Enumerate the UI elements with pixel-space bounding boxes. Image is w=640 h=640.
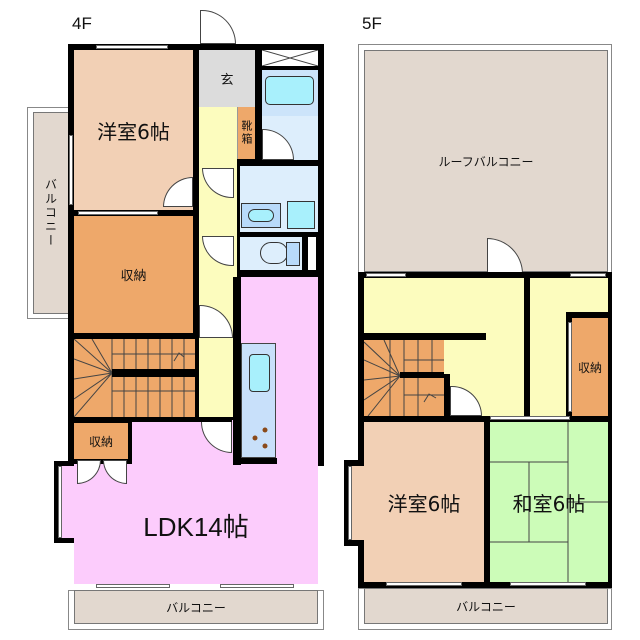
- 4f-shoe-box-label: 靴箱: [240, 120, 253, 146]
- kitchen-counter-wall: [233, 458, 277, 464]
- wall: [364, 333, 486, 340]
- window: [58, 466, 62, 538]
- 4f-ldk-label: LDK14帖: [143, 511, 249, 542]
- bay-window: [58, 466, 74, 538]
- roof-balcony: [364, 50, 608, 272]
- pipe-space: [262, 50, 318, 66]
- 4f-storage-large: [74, 216, 193, 333]
- sliding-door[interactable]: [490, 416, 570, 420]
- kitchen-wall: [233, 277, 241, 465]
- window: [510, 582, 586, 586]
- side-balcony: [33, 112, 69, 314]
- 5f-stairs: [364, 340, 444, 416]
- window: [69, 135, 73, 205]
- closet-sliding-door[interactable]: [568, 322, 572, 412]
- 5f-storage-label: 収納: [577, 360, 602, 375]
- door-storage-small-left[interactable]: [77, 460, 101, 484]
- window: [96, 584, 170, 588]
- basin-bowl-icon: [248, 209, 274, 222]
- 5f-japanese-room-label: 和室6帖: [512, 491, 586, 516]
- 4f-bottom-balcony: [74, 590, 318, 624]
- 4f-entrance: [199, 50, 255, 107]
- floor-label-4f: 4F: [72, 14, 92, 33]
- 5f-western-room: [364, 422, 484, 582]
- bathtub-icon: [265, 76, 314, 105]
- entrance-door[interactable]: [200, 10, 236, 44]
- window: [348, 466, 352, 540]
- washing-machine-icon: [287, 201, 315, 229]
- 5f-bottom-balcony: [364, 588, 608, 624]
- side-balcony-label: バルコニー: [43, 178, 58, 248]
- 4f-storage-small: [74, 423, 128, 459]
- window: [308, 237, 316, 270]
- wall: [444, 374, 450, 420]
- 4f-entrance-label: 玄: [220, 73, 234, 88]
- window: [386, 582, 462, 586]
- toilet-bowl-icon: [260, 242, 288, 264]
- window: [78, 211, 158, 215]
- stove-icon: [241, 420, 276, 458]
- 5f-japanese-room: [490, 422, 608, 582]
- window: [96, 45, 168, 49]
- window: [220, 584, 294, 588]
- window: [366, 273, 406, 277]
- 4f-storage-small-label: 収納: [88, 434, 113, 449]
- sink-icon: [249, 354, 270, 392]
- 5f-western-room-label: 洋室6帖: [387, 491, 461, 516]
- 4f-western-room-label: 洋室6帖: [97, 119, 170, 144]
- toilet-tank-icon: [286, 242, 300, 266]
- 4f-storage-large-label: 収納: [120, 269, 147, 284]
- wall: [74, 417, 232, 422]
- roof-balcony-label: ルーフバルコニー: [438, 154, 534, 169]
- 5f-bottom-balcony-label: バルコニー: [456, 599, 516, 614]
- 4f-bottom-balcony-label: バルコニー: [166, 600, 226, 615]
- 4f-stairs: [74, 339, 195, 417]
- window: [570, 273, 606, 277]
- 4f-shoe-box: [237, 107, 255, 159]
- bay-window: [348, 466, 364, 540]
- floor-label-5f: 5F: [362, 14, 382, 33]
- 5f-storage: [572, 318, 608, 416]
